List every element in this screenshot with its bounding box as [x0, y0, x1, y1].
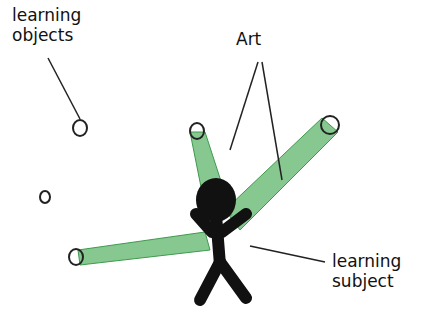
- figure-arm: [196, 214, 212, 232]
- callout-label: learning subject: [332, 252, 432, 291]
- learning-object-circle: [69, 249, 83, 265]
- leader-line: [250, 246, 325, 262]
- leader-line: [48, 58, 80, 119]
- art-band: [78, 232, 210, 265]
- leader-lines: [48, 58, 325, 262]
- stick-figure: [196, 178, 246, 300]
- figure-leg: [220, 262, 246, 298]
- learning-object-circle: [190, 123, 204, 139]
- leader-line: [262, 62, 282, 180]
- art-bands: [78, 118, 338, 265]
- learning-object-circle: [40, 191, 50, 203]
- learning-object-circle: [321, 116, 339, 134]
- figure-arm: [222, 214, 246, 232]
- callout-label: Art: [236, 30, 296, 50]
- learning-object-circles: [40, 116, 339, 265]
- leader-line: [230, 62, 258, 150]
- callout-label: learning objects: [12, 6, 102, 45]
- learning-object-circle: [73, 120, 87, 136]
